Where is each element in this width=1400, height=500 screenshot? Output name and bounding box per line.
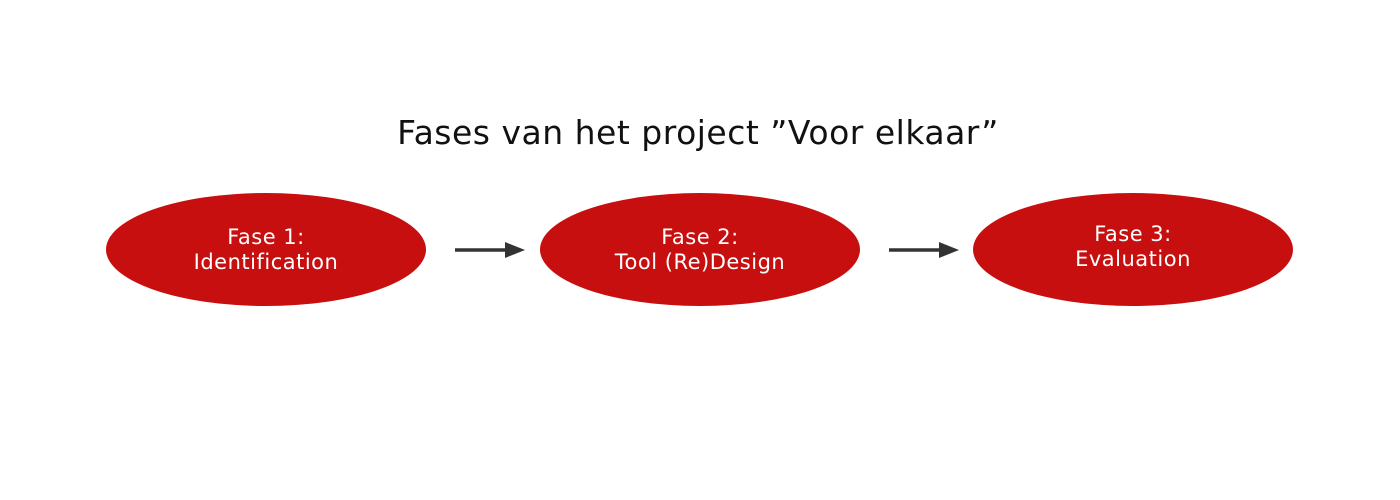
phase-1-number: Fase 1: xyxy=(227,224,305,249)
arrow-right-icon xyxy=(889,242,959,258)
phase-3-node: Fase 3: Evaluation xyxy=(973,193,1293,306)
phase-2-number: Fase 2: xyxy=(661,224,739,249)
phase-3-number: Fase 3: xyxy=(1094,221,1172,246)
phase-1-name: Identification xyxy=(193,249,339,274)
phase-3-name: Evaluation xyxy=(1075,246,1191,271)
arrow-right-icon xyxy=(455,242,525,258)
diagram-title: Fases van het project ”Voor elkaar” xyxy=(397,113,999,152)
phase-2-name: Tool (Re)Design xyxy=(614,249,786,274)
phase-2-node: Fase 2: Tool (Re)Design xyxy=(540,193,860,306)
phase-1-node: Fase 1: Identification xyxy=(106,193,426,306)
